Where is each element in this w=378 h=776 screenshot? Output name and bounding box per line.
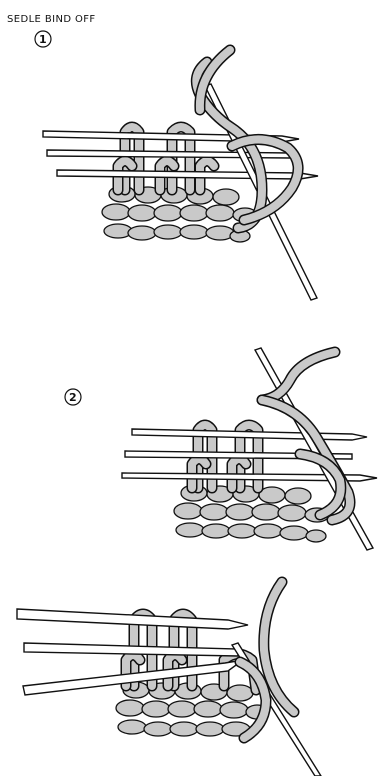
step-2-fabric (174, 485, 329, 542)
step-2-illustration: 2 (65, 348, 377, 550)
step-2-number: 2 (69, 391, 77, 404)
step-1-number: 1 (39, 33, 47, 46)
step-2-needle-top (132, 429, 367, 440)
diagram-title: SEDLE BIND OFF (7, 14, 96, 25)
step-3-illustration (17, 582, 321, 776)
step-1-illustration: 1 (35, 31, 318, 300)
step-1-needle-back (57, 170, 318, 179)
